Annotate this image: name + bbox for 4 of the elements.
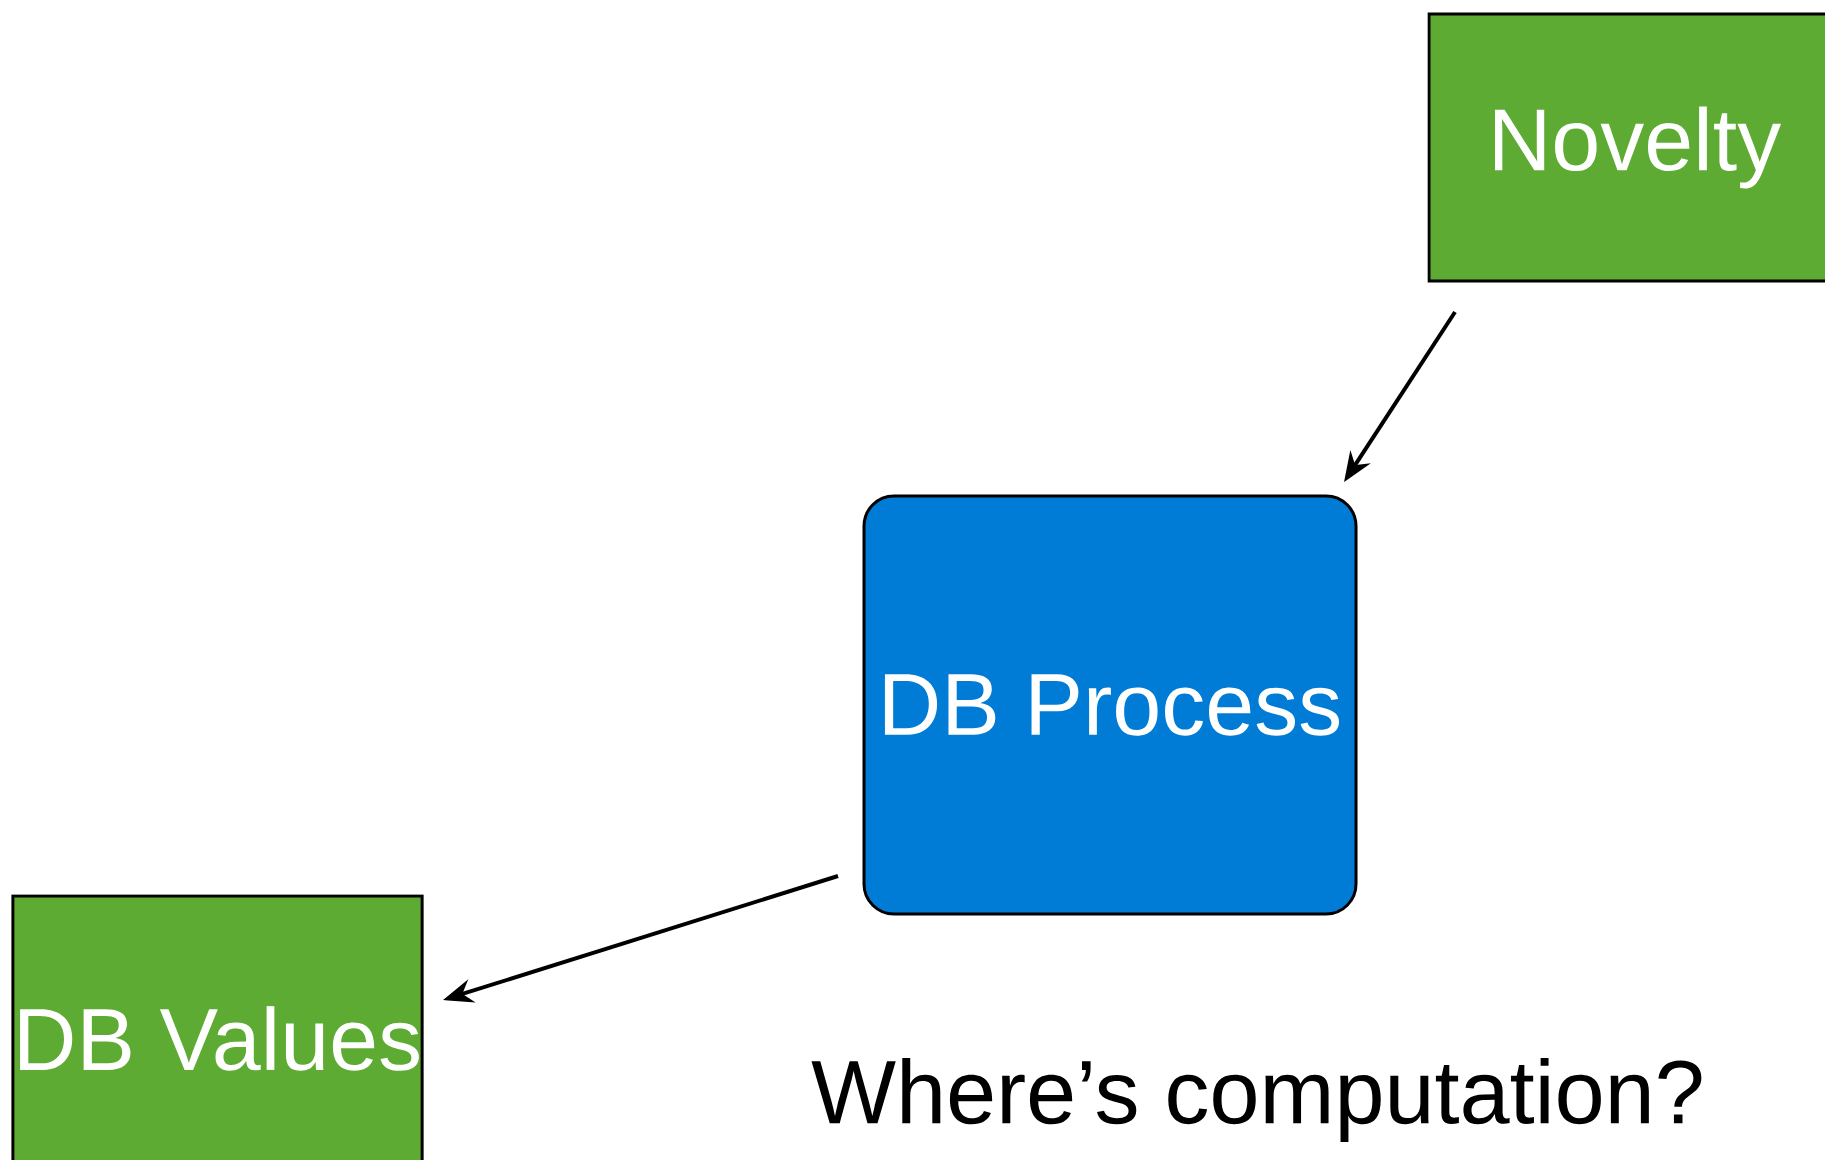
question-text: Where’s computation? [811, 1058, 1702, 1142]
data-box: Novelty [1427, 12, 1825, 283]
data-box: DB Values [11, 894, 424, 1160]
process-box: DB Process [862, 494, 1358, 916]
